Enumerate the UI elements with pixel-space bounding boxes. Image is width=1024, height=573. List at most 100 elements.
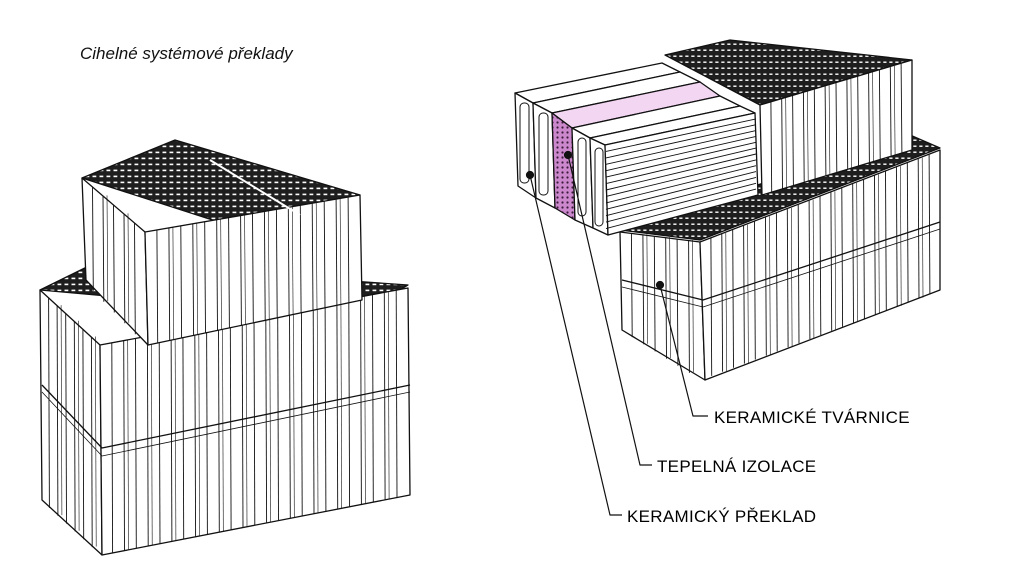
right-lower-side [619, 231, 706, 381]
rib-line [813, 88, 816, 179]
rib-line [819, 195, 822, 336]
rib-line [754, 221, 756, 360]
rib-line [710, 237, 713, 376]
rib-line [889, 66, 892, 157]
rib-line [747, 224, 749, 364]
rib-line [743, 225, 745, 364]
rib-line [921, 157, 924, 298]
rib-line [95, 336, 97, 547]
rib-line [194, 327, 197, 537]
rib-line [790, 207, 793, 347]
lintel-groove-line [605, 147, 757, 185]
rib-line [324, 303, 327, 512]
rib-line [775, 212, 778, 352]
rib-line [229, 320, 232, 530]
rib-line [786, 208, 789, 348]
rib-line [336, 301, 339, 509]
rib-line [180, 225, 183, 338]
rib-line [65, 313, 67, 524]
rib-line [347, 197, 350, 303]
rib-line [253, 316, 256, 526]
rib-line [387, 291, 390, 500]
rib-line [797, 204, 800, 344]
figure-caption: Cihelné systémové překlady [80, 44, 293, 63]
rib-line [841, 187, 844, 327]
rib-line [917, 158, 920, 299]
rib-line [807, 91, 809, 182]
left-upper-side [81, 177, 149, 346]
rib-line [646, 234, 649, 344]
rib-line [852, 183, 854, 323]
rib-line [630, 233, 633, 338]
lintel-groove-line [605, 141, 757, 178]
rib-line [170, 331, 173, 542]
rib-line [198, 326, 200, 536]
rib-line [90, 337, 93, 548]
rib-line [311, 203, 314, 311]
rib-line [245, 318, 248, 527]
rib-line [78, 320, 80, 531]
rib-line [850, 78, 853, 169]
rib-line [846, 79, 849, 170]
rib-line [300, 307, 303, 516]
rib-line [316, 304, 319, 513]
rib-line [134, 222, 136, 335]
rib-line [275, 209, 278, 318]
rib-line [206, 325, 208, 535]
rib-line [168, 227, 171, 341]
rib-line [228, 217, 230, 328]
rib-line [900, 166, 902, 306]
rib-line [835, 82, 838, 173]
rib-line [268, 210, 270, 320]
rib-line [196, 223, 198, 335]
rib-line [928, 154, 931, 295]
rib-line [335, 199, 338, 306]
rib-line [802, 92, 805, 183]
lintel-groove-line [605, 188, 757, 230]
lintel-groove-line [605, 165, 757, 204]
rib-line [216, 219, 218, 331]
rib-line [906, 162, 909, 303]
lintel-groove-line [605, 153, 757, 191]
rib-line [102, 195, 105, 302]
rib-line [244, 214, 246, 325]
rib-line [692, 239, 694, 373]
rib-line [111, 342, 114, 553]
rib-line [156, 229, 159, 343]
lintel-groove-line [605, 135, 757, 172]
rib-line [73, 321, 76, 532]
rib-line [360, 296, 362, 505]
rib-line [900, 63, 903, 154]
lintel-assembly [514, 62, 759, 236]
rib-line [669, 237, 671, 359]
lintel-groove-line [605, 182, 757, 223]
right-wall-assembly [514, 39, 941, 516]
right-upper-block [664, 39, 913, 196]
rib-line [82, 329, 85, 540]
lintel-groove-line [605, 176, 757, 217]
rib-line [174, 331, 177, 541]
rib-line [725, 232, 727, 372]
rib-line [127, 213, 130, 323]
rib-line [56, 305, 59, 516]
rib-line [241, 318, 244, 528]
rib-line [123, 340, 125, 551]
label-ceramic-lintel: KERAMICKÝ PŘEKLAD [627, 507, 817, 526]
rib-line [192, 223, 195, 336]
rib-line [732, 229, 734, 368]
rib-line [323, 201, 326, 308]
rib-line [123, 213, 126, 324]
rib-line [785, 97, 787, 189]
rib-line [665, 237, 667, 359]
rib-line [856, 182, 858, 323]
rib-line [872, 72, 874, 163]
rib-line [770, 101, 773, 192]
rib-line [863, 179, 865, 319]
rib-line [299, 205, 302, 313]
rib-line [857, 76, 859, 167]
rib-line [828, 85, 831, 176]
lintel-groove-line [605, 171, 757, 210]
rib-line [277, 312, 279, 521]
rib-line [765, 216, 767, 356]
rib-line [172, 227, 174, 340]
